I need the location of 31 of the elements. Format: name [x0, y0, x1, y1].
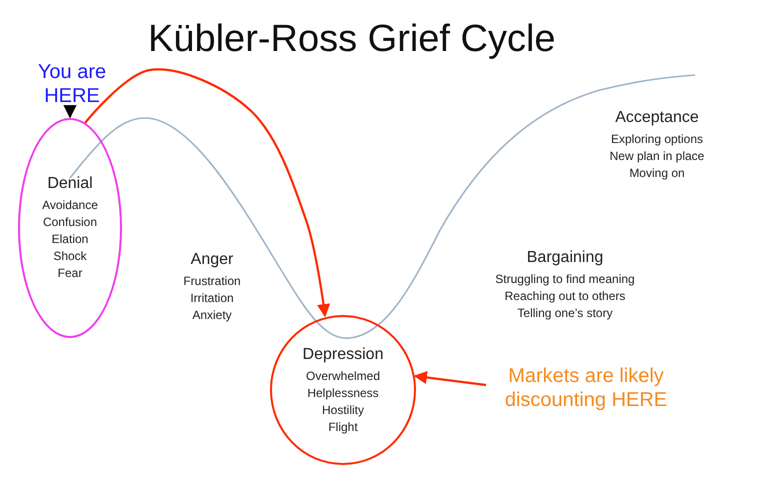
stage-item: Hostility — [322, 402, 364, 418]
stage-item: Reaching out to others — [504, 288, 626, 305]
stage-item: Exploring options — [610, 131, 704, 148]
stage-item: Struggling to find meaning — [495, 271, 635, 288]
stage-item: Frustration — [183, 273, 241, 290]
arrow — [63, 105, 77, 118]
stage-item: Confusion — [42, 214, 98, 231]
stage-item: Anxiety — [192, 307, 232, 324]
stage-item: Fear — [58, 265, 82, 282]
diagram-title: Kübler-Ross Grief Cycle — [148, 18, 556, 61]
stage-item: Overwhelmed — [306, 368, 380, 384]
callout-text: Markets are likely discounting HERE — [488, 364, 684, 418]
stage-ellipse — [18, 118, 122, 338]
stage-item: Flight — [328, 418, 358, 436]
stage-title: Denial — [47, 174, 93, 194]
stage-item: Helplessness — [307, 384, 379, 402]
arrow — [414, 370, 486, 386]
stage-ellipse — [270, 315, 416, 465]
stage-item: Moving on — [629, 165, 685, 182]
stage-item: Shock — [53, 248, 87, 265]
stage-title: Depression — [302, 344, 384, 364]
stage-item: Elation — [52, 231, 88, 248]
stage-item: New plan in place — [610, 148, 704, 165]
stage-item: Avoidance — [42, 197, 98, 214]
arrow — [84, 68, 330, 318]
stage-title: Acceptance — [615, 108, 699, 128]
stage-title: Bargaining — [526, 248, 604, 268]
callout-text: You are HERE — [28, 60, 116, 110]
stage-item: Telling one’s story — [517, 305, 613, 322]
stage-title: Anger — [190, 250, 234, 270]
stage-item: Irritation — [190, 290, 234, 307]
